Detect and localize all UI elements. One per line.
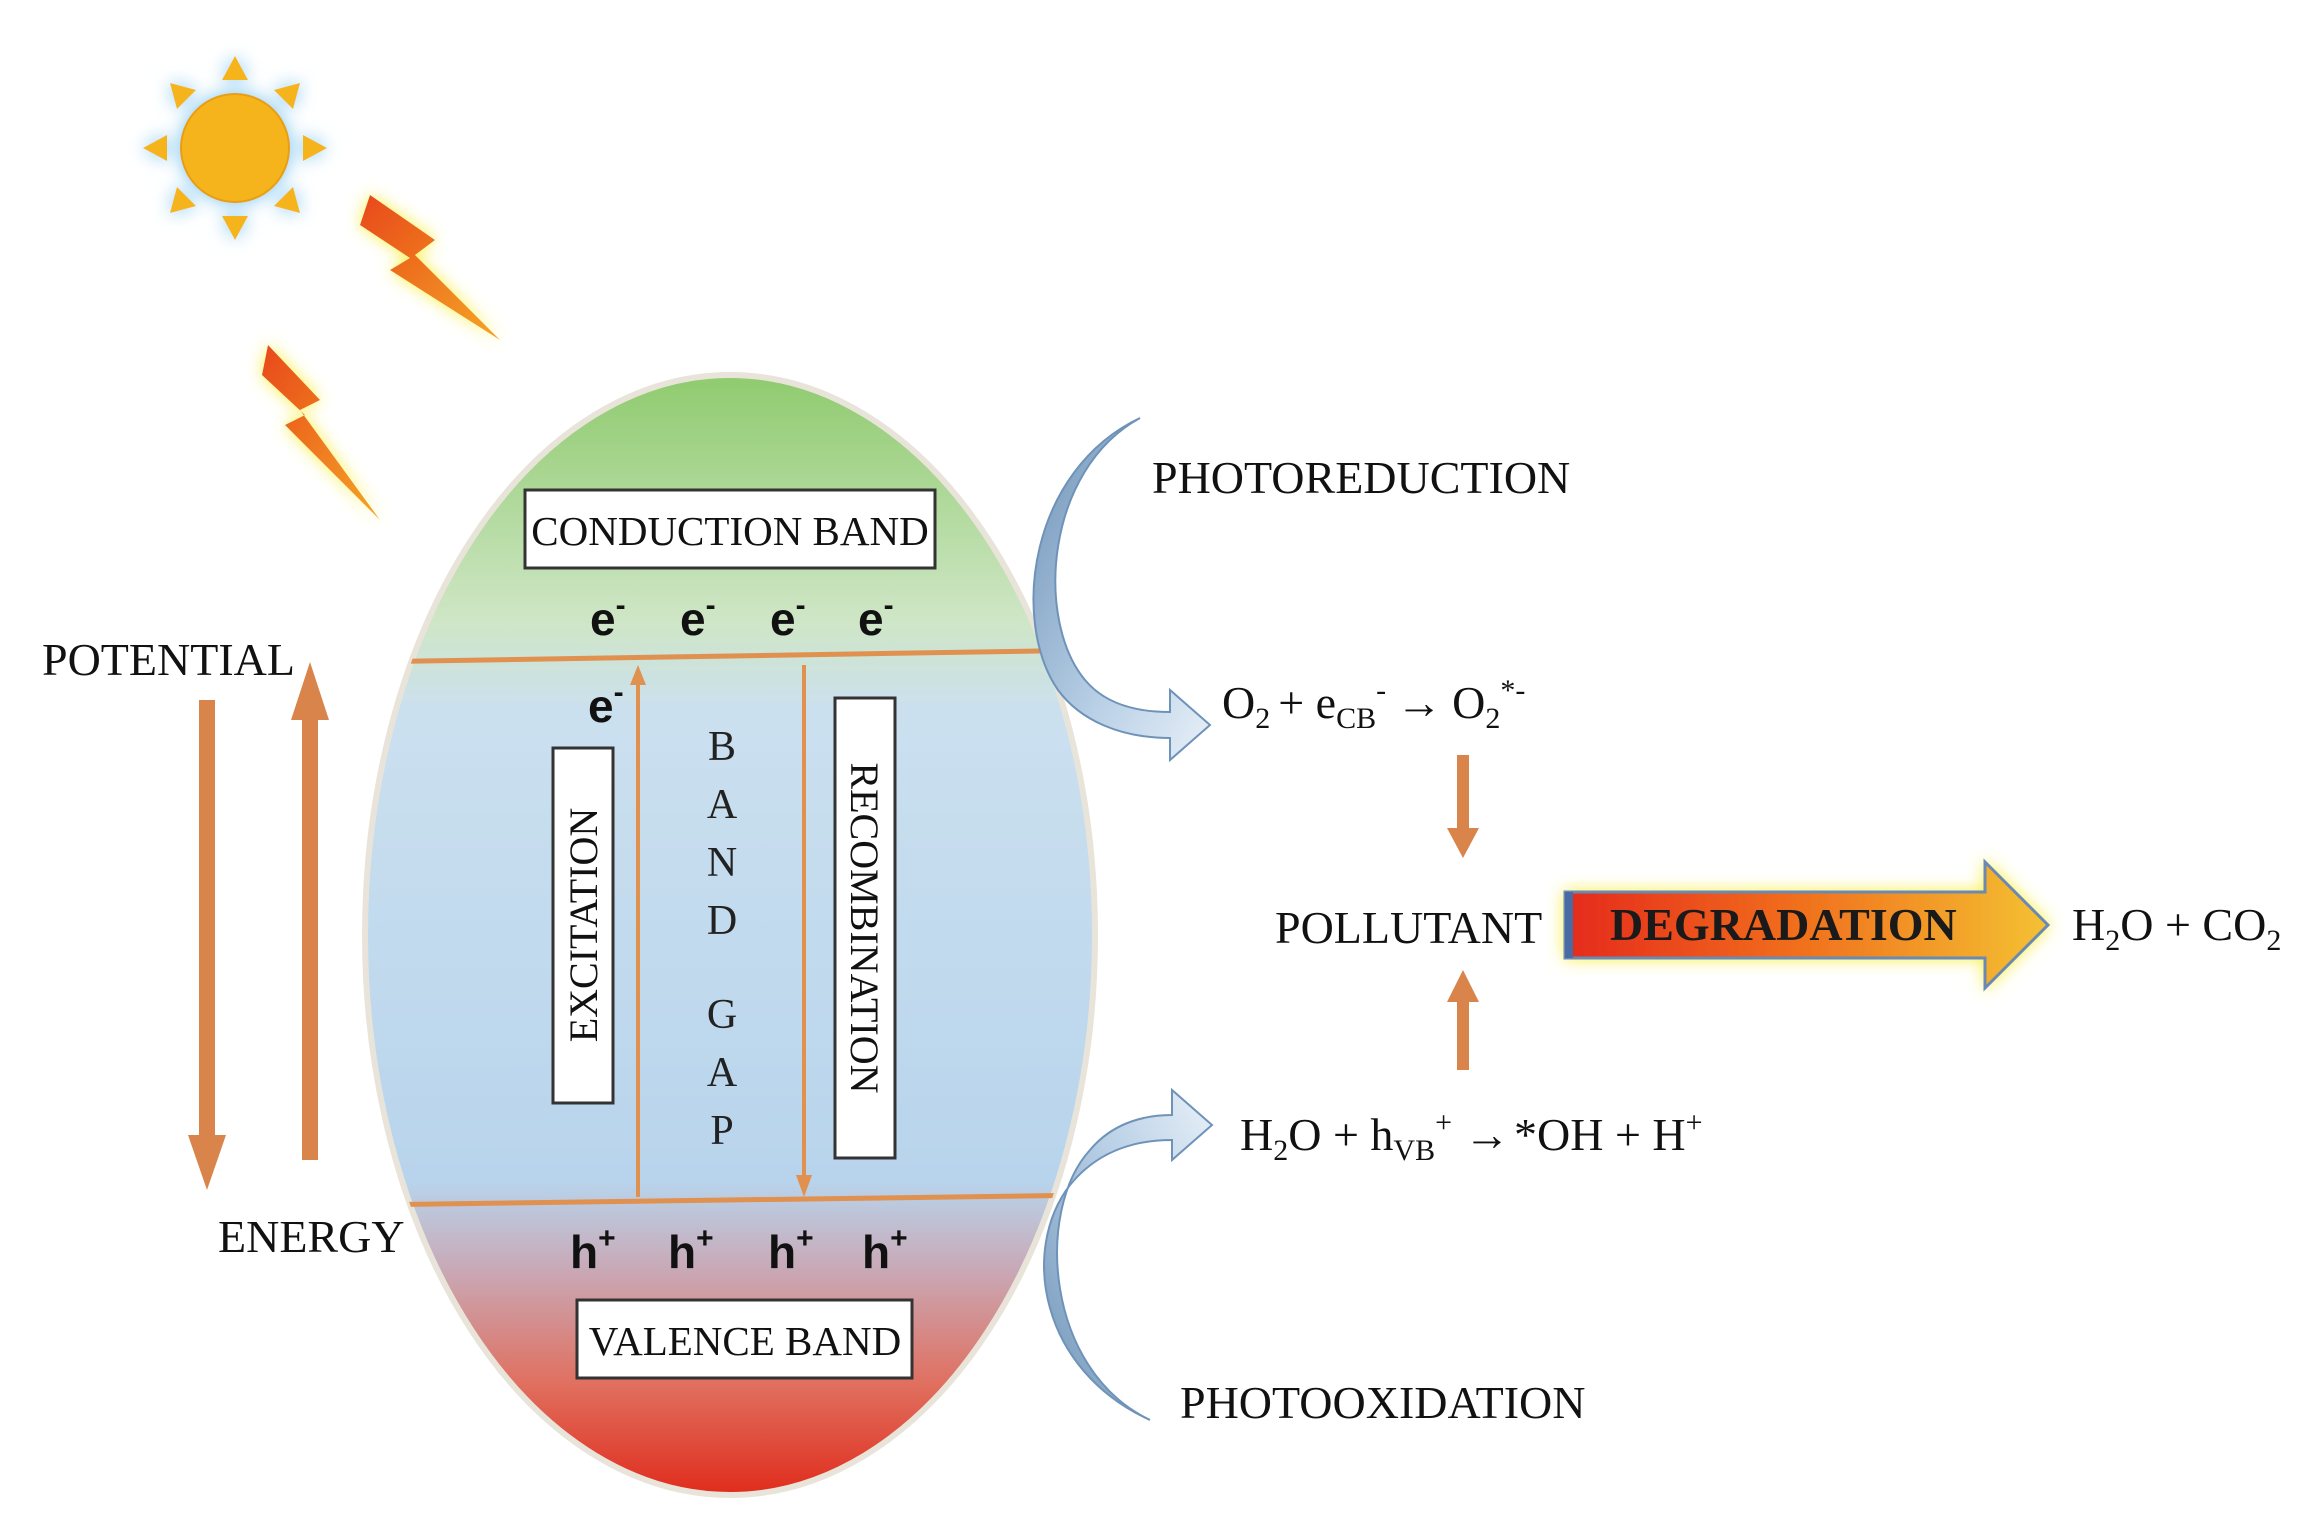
hole: h+ — [768, 1222, 814, 1278]
electron-row: e- e- e- e- — [590, 589, 894, 645]
svg-text:N: N — [707, 840, 737, 886]
up-arrow-to-pollutant — [1447, 970, 1479, 1070]
photoreduction-curved-arrow — [1032, 417, 1212, 763]
conduction-band-edge — [365, 647, 1095, 665]
excitation-arrow — [630, 665, 646, 1197]
sun-icon — [143, 56, 327, 240]
svg-text:P: P — [710, 1108, 733, 1154]
electron: e- — [858, 589, 894, 645]
svg-text:G: G — [707, 992, 737, 1038]
band-gap-label: B A N D G A P — [707, 724, 738, 1154]
photoreduction-label: PHOTOREDUCTION — [1152, 452, 1570, 503]
hole-row: h+ h+ h+ h+ — [570, 1222, 908, 1278]
photooxidation-curved-arrow — [1043, 1087, 1214, 1421]
lightning-bolt-icon — [360, 195, 500, 340]
oxidation-equation: H2O + hVB+→*OH + H+ — [1240, 1106, 1703, 1167]
recombination-box: RECOMBINATION — [833, 696, 897, 1160]
svg-text:A: A — [707, 1050, 738, 1096]
potential-label: POTENTIAL — [42, 634, 295, 685]
excitation-box: EXCITATION — [551, 746, 615, 1105]
pollutant-label: POLLUTANT — [1275, 902, 1542, 953]
products-label: H2O + CO2 — [2072, 899, 2281, 957]
svg-text:B: B — [708, 724, 736, 770]
energy-label: ENERGY — [218, 1211, 405, 1262]
hole: h+ — [668, 1222, 714, 1278]
degradation-label: DEGRADATION — [1610, 899, 1957, 950]
degradation-arrow — [1563, 858, 2051, 992]
recombination-label: RECOMBINATION — [842, 762, 887, 1093]
lightning-bolt-icon — [262, 345, 380, 520]
energy-up-arrow — [291, 662, 329, 1160]
svg-text:A: A — [707, 782, 738, 828]
svg-text:D: D — [707, 898, 737, 944]
potential-down-arrow — [188, 700, 226, 1190]
electron: e- — [680, 589, 716, 645]
excited-electron: e- — [588, 676, 624, 732]
electron: e- — [770, 589, 806, 645]
photooxidation-label: PHOTOOXIDATION — [1180, 1377, 1585, 1428]
valence-band-box: VALENCE BAND — [575, 1298, 914, 1380]
conduction-band-label: CONDUCTION BAND — [531, 508, 928, 554]
down-arrow-to-pollutant — [1447, 755, 1479, 858]
excitation-label: EXCITATION — [561, 808, 606, 1043]
electron: e- — [590, 589, 626, 645]
hole: h+ — [862, 1222, 908, 1278]
conduction-band-box: CONDUCTION BAND — [523, 488, 937, 570]
valence-band-label: VALENCE BAND — [589, 1318, 901, 1364]
valence-band-edge — [365, 1192, 1095, 1208]
reduction-equation: O2+ eCB-→O2*- — [1222, 674, 1525, 735]
hole: h+ — [570, 1222, 616, 1278]
recombination-arrow — [796, 665, 812, 1197]
